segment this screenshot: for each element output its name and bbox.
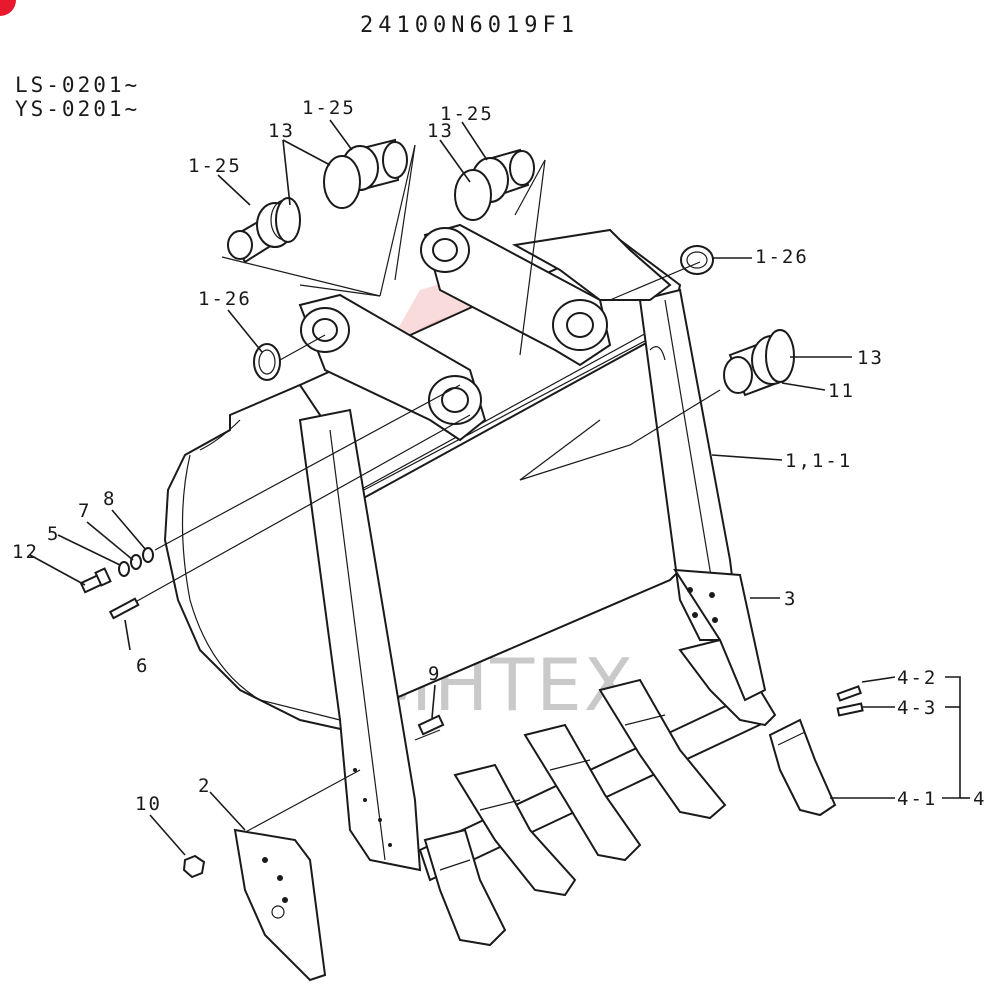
label-13-side: 13 bbox=[857, 347, 884, 369]
bucket-rear-frame bbox=[511, 228, 672, 361]
tooth-3 bbox=[523, 723, 642, 862]
lug-plate-right bbox=[420, 223, 612, 367]
label-5: 5 bbox=[47, 523, 60, 545]
label-7: 7 bbox=[78, 500, 91, 522]
side-cutter-3 bbox=[673, 568, 767, 702]
label-4-2: 4-2 bbox=[897, 667, 937, 689]
label-4: 4 bbox=[973, 788, 986, 810]
drawing-number: 24100N6019F1 bbox=[360, 13, 579, 38]
label-6: 6 bbox=[136, 655, 149, 677]
label-12: 12 bbox=[12, 541, 39, 563]
tooth-4 bbox=[598, 678, 727, 820]
label-3: 3 bbox=[784, 588, 797, 610]
oring-13-left bbox=[275, 197, 301, 243]
label-2: 2 bbox=[198, 775, 211, 797]
label-1-25-mid: 1-25 bbox=[302, 97, 356, 119]
label-4-3: 4-3 bbox=[897, 697, 937, 719]
corner-marker bbox=[0, 0, 16, 16]
label-9: 9 bbox=[428, 663, 441, 685]
label-1-25-left: 1-25 bbox=[188, 155, 242, 177]
oring-13-right bbox=[454, 169, 492, 221]
label-4-1: 4-1 bbox=[897, 788, 937, 810]
label-1-26-right: 1-26 bbox=[755, 246, 809, 268]
washer-7 bbox=[130, 554, 142, 570]
shim-1-26-left bbox=[253, 343, 281, 381]
serial-range-ys: YS-0201~ bbox=[15, 97, 140, 121]
label-10: 10 bbox=[135, 793, 162, 815]
shim-1-26-right bbox=[680, 245, 714, 275]
label-1-26-left: 1-26 bbox=[198, 288, 252, 310]
washer-8 bbox=[142, 547, 154, 563]
tooth-2 bbox=[453, 763, 577, 897]
pin-6 bbox=[108, 597, 140, 620]
lock-4-3 bbox=[836, 702, 864, 717]
lug-plate-left bbox=[298, 293, 487, 442]
label-13-mid: 13 bbox=[427, 120, 454, 142]
washer-5 bbox=[118, 561, 130, 577]
serial-range-ls: LS-0201~ bbox=[15, 73, 140, 97]
label-11: 11 bbox=[828, 380, 855, 402]
label-8: 8 bbox=[103, 488, 116, 510]
bolt-12 bbox=[79, 567, 112, 594]
oring-13-mid bbox=[323, 155, 361, 209]
pin-4-2 bbox=[836, 685, 862, 702]
assembly-lines bbox=[129, 144, 721, 836]
bolt-9 bbox=[417, 714, 445, 736]
side-cutter-2 bbox=[233, 828, 327, 982]
oring-13-side bbox=[765, 329, 795, 383]
tooth-4-1 bbox=[768, 718, 837, 817]
label-1-25-right: 1-25 bbox=[440, 103, 494, 125]
leader-lines bbox=[29, 119, 970, 856]
label-1-1-1: 1,1-1 bbox=[785, 450, 852, 472]
callout-labels: 1-25 13 1-25 13 1-25 1-26 1-26 13 11 1,1… bbox=[12, 97, 986, 815]
tooth-1 bbox=[423, 828, 507, 947]
nut-10 bbox=[182, 854, 206, 879]
label-13-left: 13 bbox=[268, 120, 295, 142]
